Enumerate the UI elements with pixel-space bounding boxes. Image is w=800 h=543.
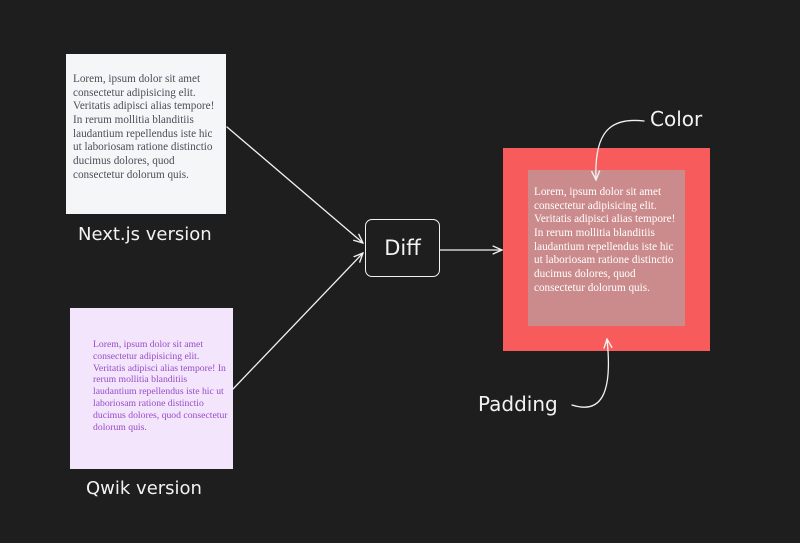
diff-label: Diff (384, 236, 421, 260)
nextjs-to-diff-arrow (226, 126, 363, 243)
qwik-lorem-text: Lorem, ipsum dolor sit amet consectetur … (93, 339, 228, 433)
color-annotation-arrow (596, 119, 645, 180)
color-annotation-label: Color (650, 107, 703, 131)
qwik-version-label: Qwik version (86, 478, 202, 499)
nextjs-version-box: Lorem, ipsum dolor sit amet consectetur … (66, 54, 226, 214)
qwik-to-diff-arrow (232, 253, 363, 390)
qwik-version-box: Lorem, ipsum dolor sit amet consectetur … (70, 308, 233, 469)
padding-annotation-arrow (571, 339, 608, 408)
nextjs-version-label: Next.js version (78, 224, 212, 245)
diff-node: Diff (365, 219, 440, 277)
diff-result-content-box: Lorem, ipsum dolor sit amet consectetur … (528, 170, 685, 326)
nextjs-lorem-text: Lorem, ipsum dolor sit amet consectetur … (73, 73, 215, 181)
diff-result-lorem-text: Lorem, ipsum dolor sit amet consectetur … (534, 186, 676, 294)
padding-annotation-label: Padding (478, 392, 558, 416)
